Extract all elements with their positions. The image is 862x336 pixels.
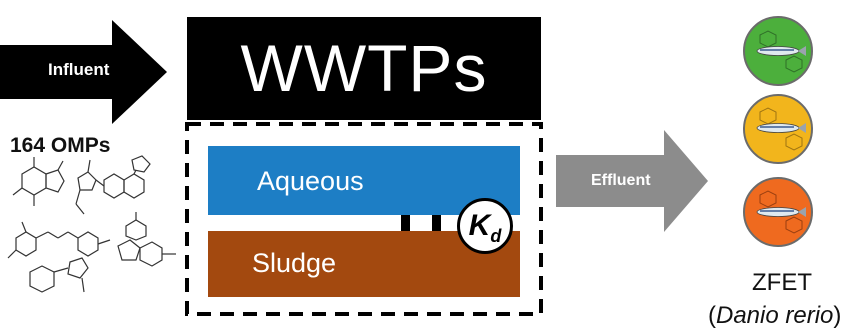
species-open: ( bbox=[708, 302, 716, 329]
wwtps-container bbox=[185, 122, 543, 316]
kd-badge bbox=[457, 198, 513, 254]
influent-arrow-icon bbox=[0, 20, 167, 124]
kd-label: Kd bbox=[457, 198, 513, 254]
aqueous-label: Aqueous bbox=[257, 166, 364, 196]
species-close: ) bbox=[833, 302, 842, 329]
zebrafish-dish-icon bbox=[743, 16, 813, 247]
kd-subscript: d bbox=[490, 226, 502, 246]
wwtps-title: WWTPs bbox=[240, 31, 488, 105]
kd-symbol: K bbox=[468, 209, 491, 242]
species-label: (Danio rerio) bbox=[708, 302, 841, 330]
sludge-label: Sludge bbox=[252, 248, 337, 278]
effluent-arrow-icon bbox=[556, 130, 708, 232]
species-name: Danio rerio bbox=[716, 302, 834, 329]
omps-title: 164 OMPs bbox=[10, 134, 111, 157]
influent-label: Influent bbox=[48, 60, 110, 79]
molecule-structures-icon bbox=[7, 155, 176, 293]
effluent-label: Effluent bbox=[591, 172, 651, 189]
wwtps-header-box bbox=[187, 17, 541, 120]
zfet-label: ZFET bbox=[752, 269, 812, 296]
